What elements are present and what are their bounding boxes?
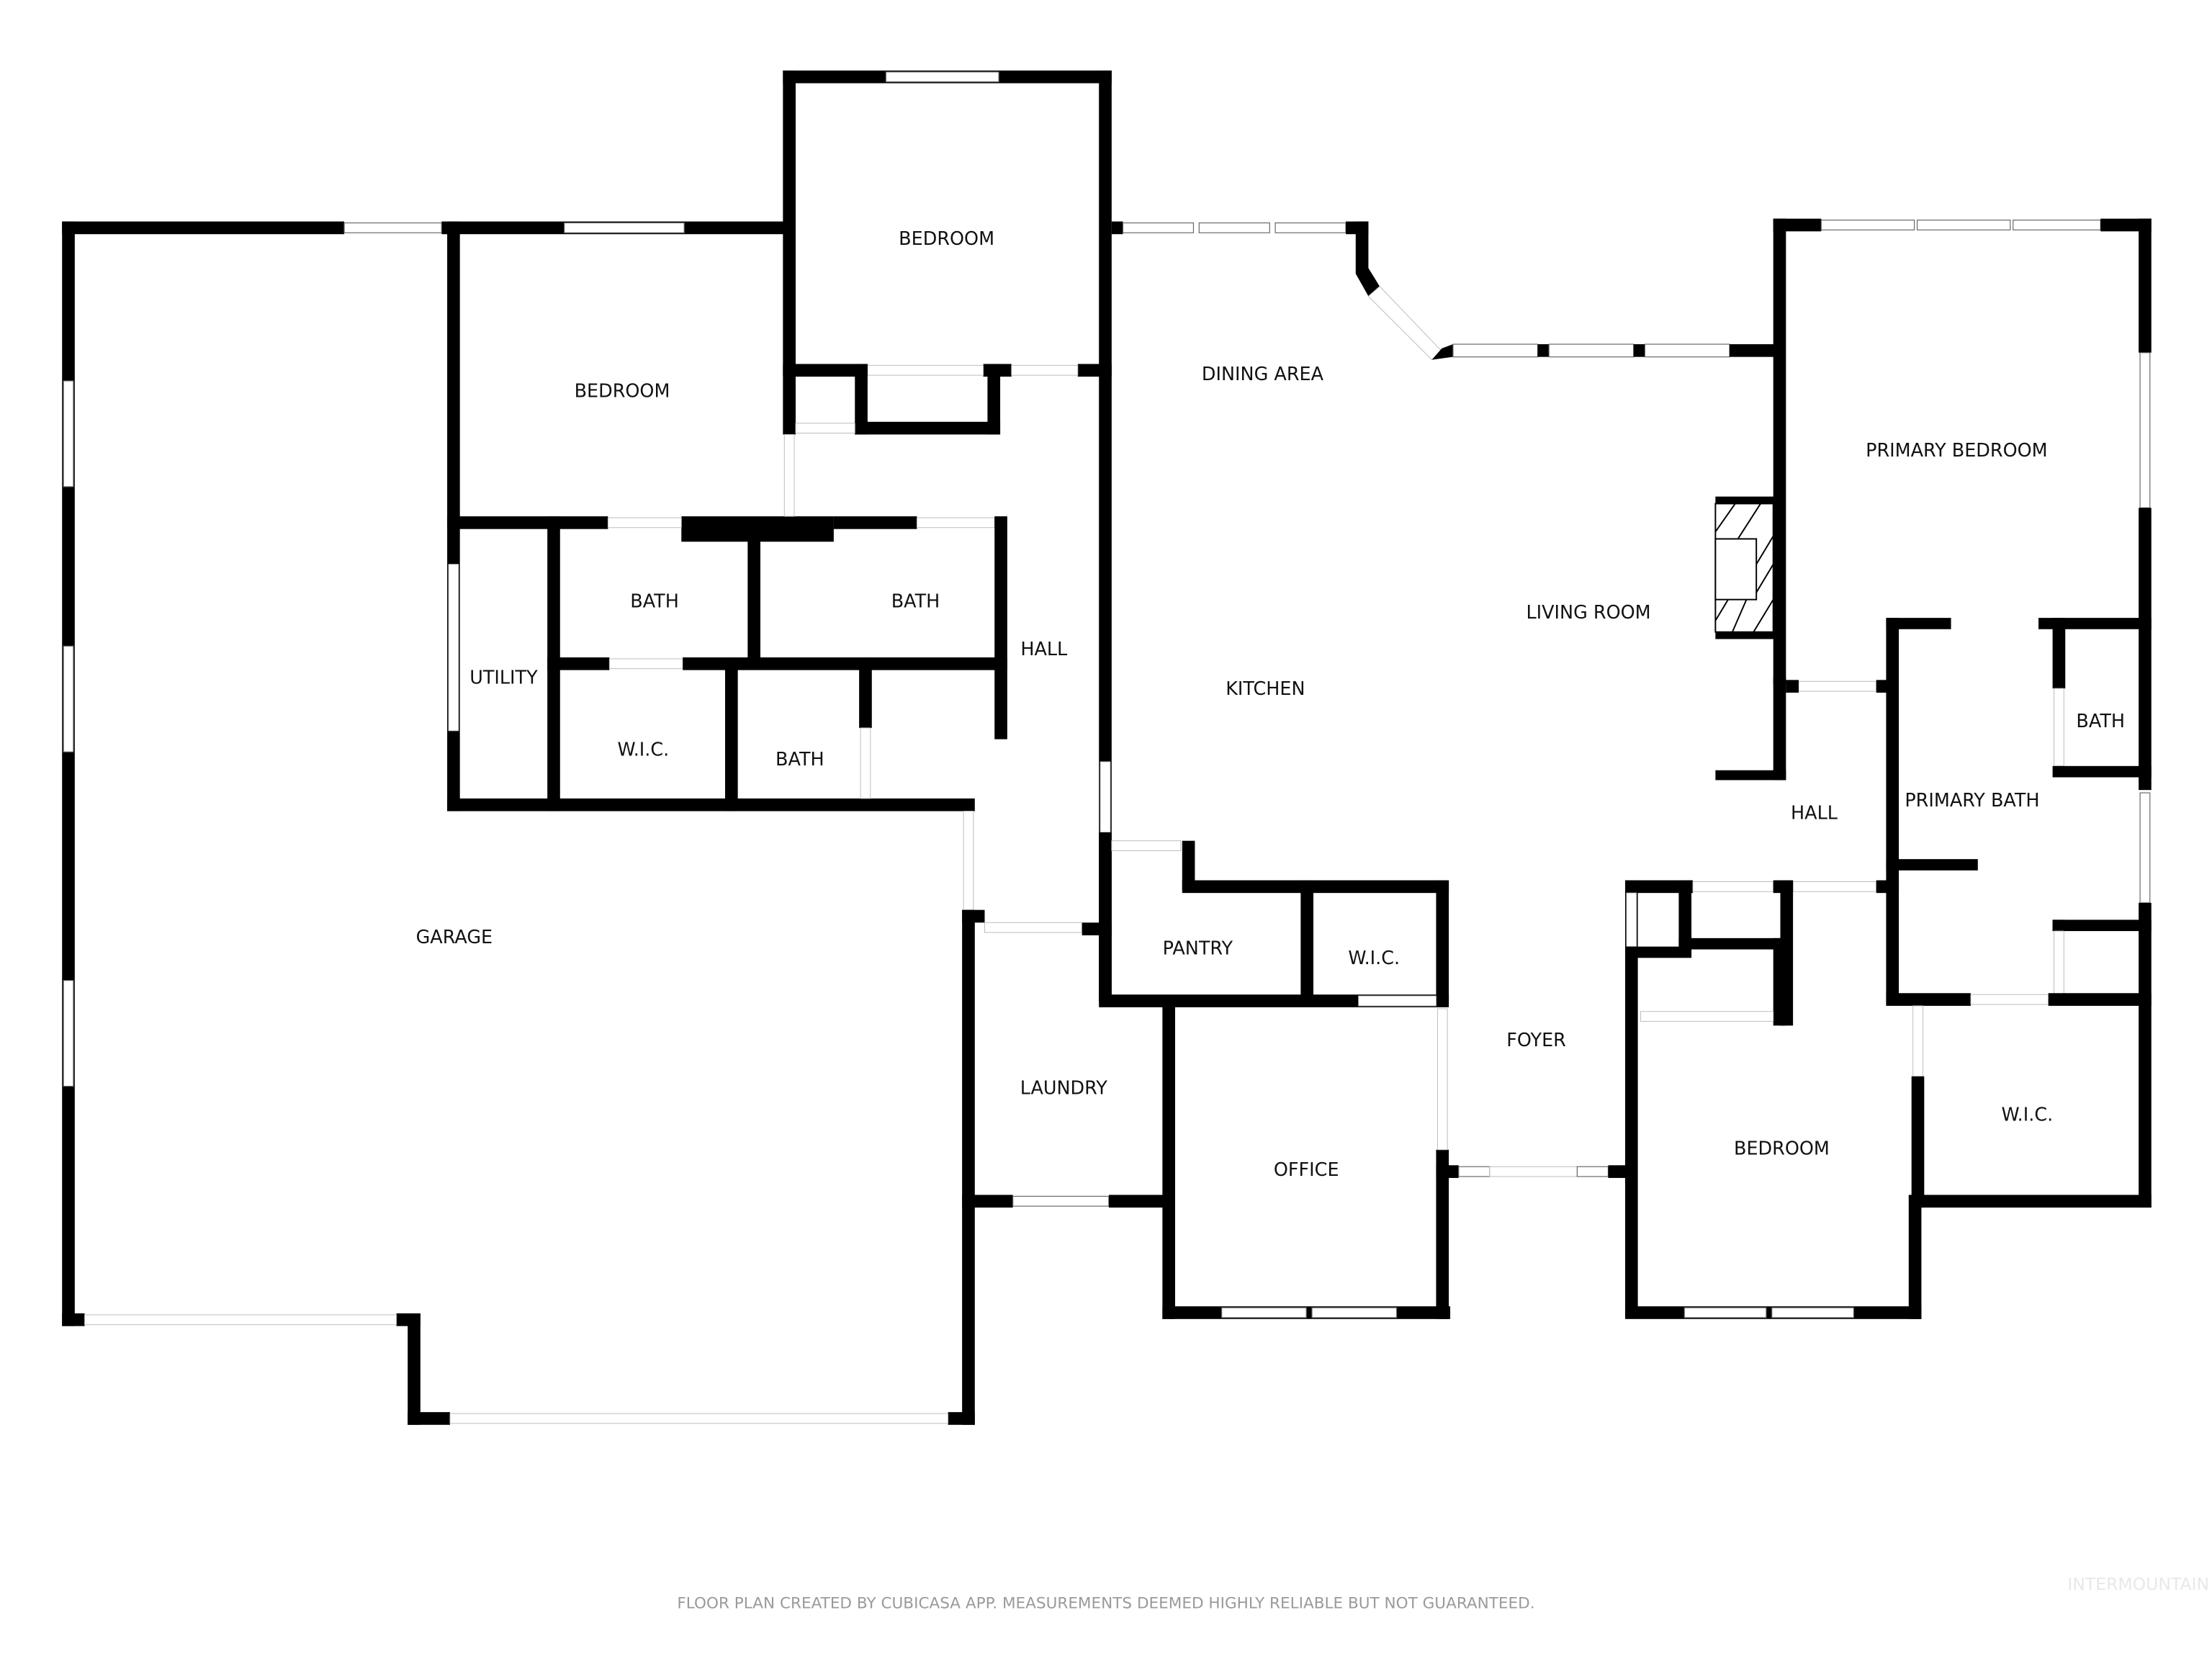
room-label-bedroom: BEDROOM bbox=[899, 228, 994, 250]
fireplace bbox=[1714, 496, 1781, 639]
room-label-hall: HALL bbox=[1791, 802, 1838, 824]
room-label-wic: W.I.C. bbox=[617, 739, 669, 760]
room-label-kitchen: KITCHEN bbox=[1226, 678, 1305, 700]
room-label-primary-bath: PRIMARY BATH bbox=[1905, 790, 2039, 811]
room-label-pantry: PANTRY bbox=[1163, 938, 1233, 960]
room-label-bath: BATH bbox=[630, 591, 679, 613]
room-label-bedroom: BEDROOM bbox=[1734, 1138, 1830, 1160]
watermark-text: INTERMOUNTAIN bbox=[2067, 1574, 2209, 1594]
disclaimer-text: FLOOR PLAN CREATED BY CUBICASA APP. MEAS… bbox=[677, 1594, 1534, 1612]
room-label-laundry: LAUNDRY bbox=[1020, 1077, 1108, 1099]
room-label-bath: BATH bbox=[775, 749, 824, 770]
room-label-living-room: LIVING ROOM bbox=[1526, 602, 1650, 624]
room-label-utility: UTILITY bbox=[469, 667, 538, 688]
room-label-foyer: FOYER bbox=[1506, 1030, 1566, 1051]
room-label-garage: GARAGE bbox=[416, 927, 493, 948]
room-label-hall: HALL bbox=[1020, 639, 1068, 660]
room-label-bath: BATH bbox=[891, 591, 940, 613]
room-label-dining-area: DINING AREA bbox=[1202, 364, 1324, 385]
room-label-office: OFFICE bbox=[1274, 1159, 1339, 1181]
room-label-bath: BATH bbox=[2076, 711, 2125, 732]
walls bbox=[62, 70, 2152, 1425]
room-label-bedroom: BEDROOM bbox=[575, 381, 670, 403]
room-labels: GARAGE BEDROOM BEDROOM UTILITY BATH BATH… bbox=[416, 228, 2125, 1181]
room-label-wic: W.I.C. bbox=[2001, 1105, 2053, 1126]
room-label-primary-bedroom: PRIMARY BEDROOM bbox=[1866, 440, 2047, 462]
room-label-wic: W.I.C. bbox=[1348, 948, 1400, 969]
